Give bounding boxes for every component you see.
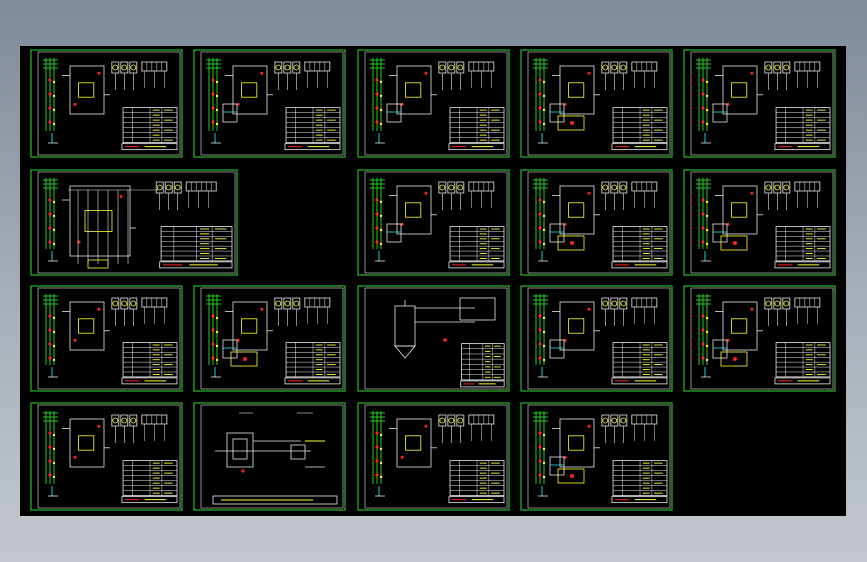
drawing-sheet-r1c5[interactable] (683, 49, 836, 158)
drawing-sheet-r4c4[interactable] (520, 402, 673, 511)
drawing-sheet-r4c1[interactable] (30, 402, 183, 511)
drawing-sheets (30, 49, 836, 511)
drawing-sheet-r3c3[interactable] (357, 285, 510, 392)
drawing-sheet-r2c4[interactable] (520, 169, 673, 276)
drawing-sheet-r1c3[interactable] (357, 49, 510, 158)
drawing-sheet-r3c1[interactable] (30, 285, 183, 392)
drawing-sheet-r3c5[interactable] (683, 285, 836, 392)
drawing-sheet-r4c3[interactable] (357, 402, 510, 511)
drawing-sheet-r2c1[interactable] (30, 169, 238, 276)
drawing-sheet-r1c2[interactable] (193, 49, 346, 158)
drawing-sheet-r2c5[interactable] (683, 169, 836, 276)
cad-model-space[interactable] (20, 46, 846, 516)
drawing-sheet-r1c1[interactable] (30, 49, 183, 158)
drawing-sheet-r4c2[interactable] (193, 402, 346, 511)
drawing-sheet-r1c4[interactable] (520, 49, 673, 158)
drawing-sheet-r3c4[interactable] (520, 285, 673, 392)
drawing-sheet-r2c3[interactable] (357, 169, 510, 276)
drawing-sheet-r3c2[interactable] (193, 285, 346, 392)
